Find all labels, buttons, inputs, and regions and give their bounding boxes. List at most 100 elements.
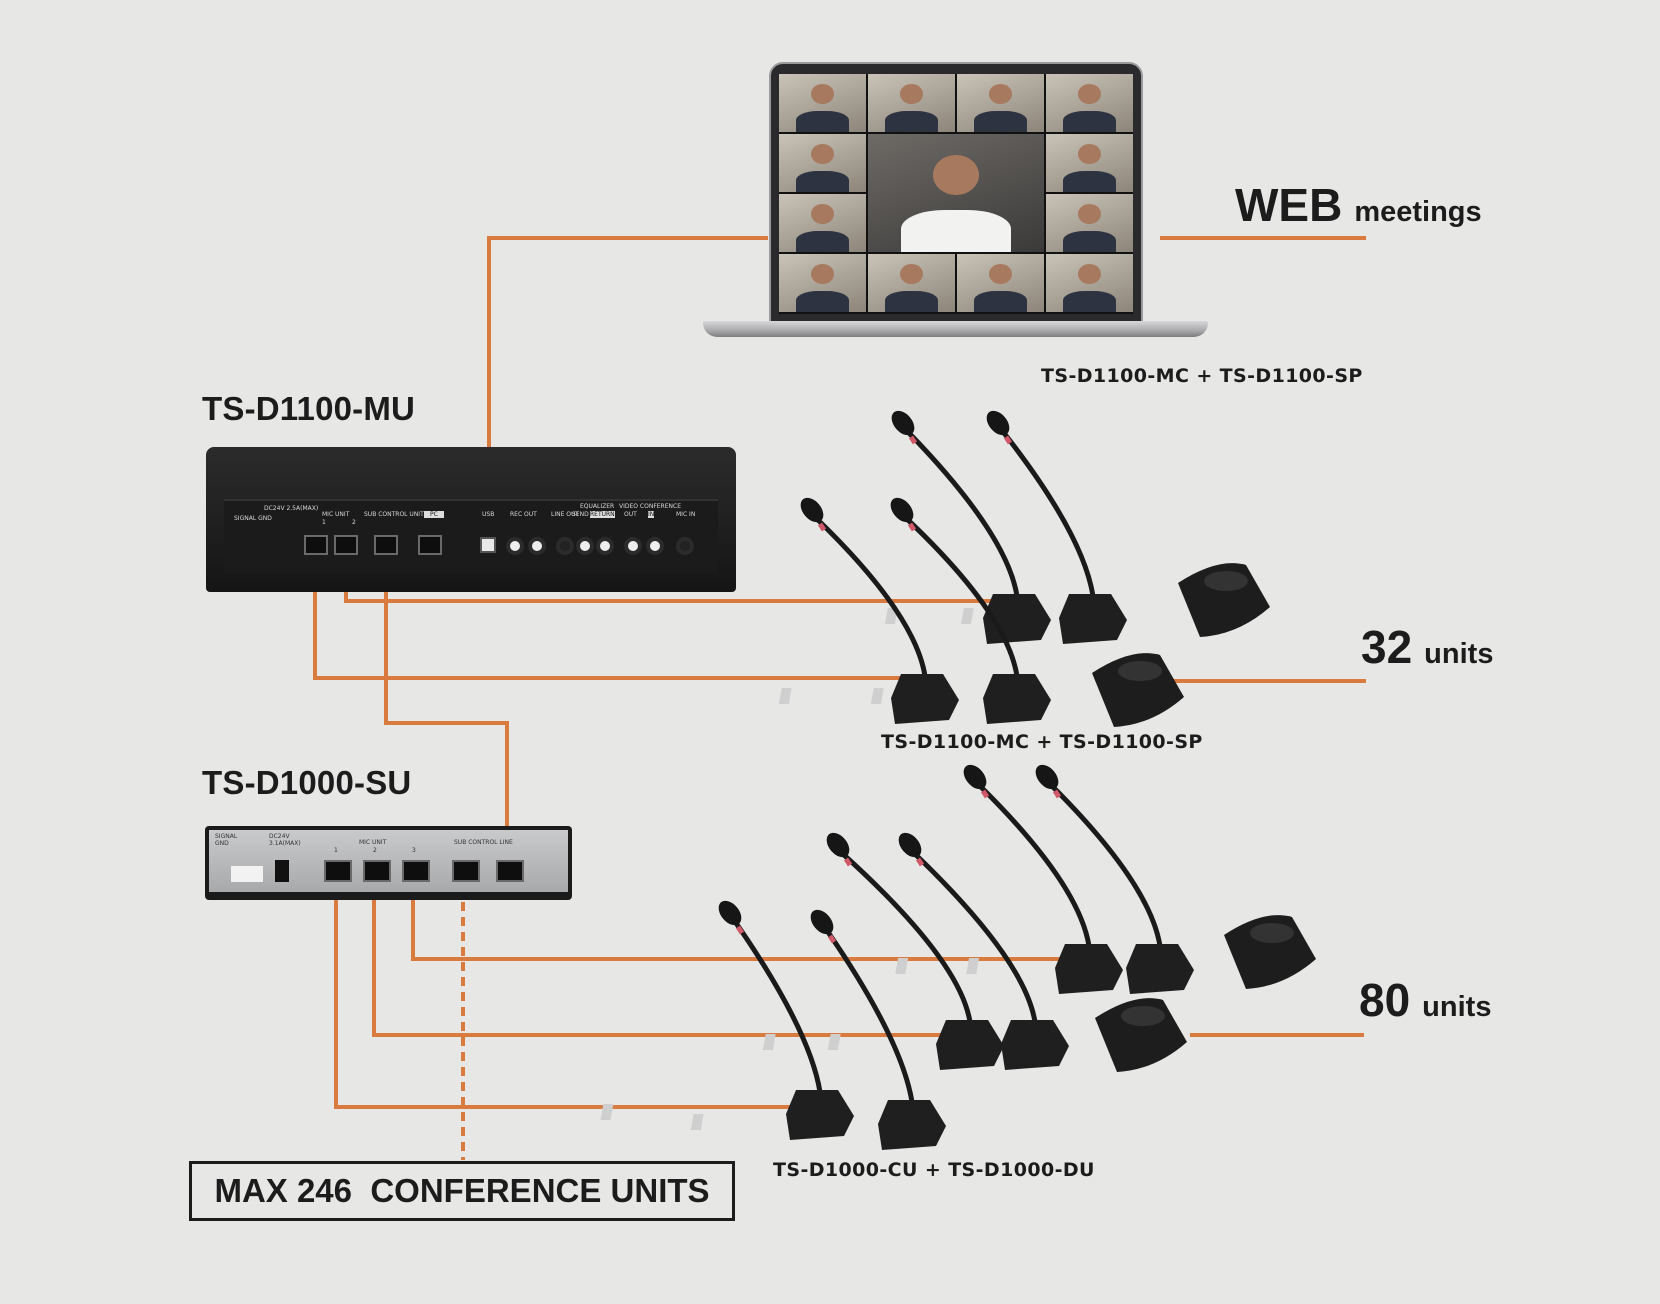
mu-port-mic-1 (304, 535, 328, 555)
mic-ring-light (908, 435, 918, 445)
laptop-lid (769, 62, 1143, 324)
participant-body (795, 171, 850, 192)
video-participant-tile (868, 74, 955, 132)
video-participant-tile (779, 74, 866, 132)
su-signal-gnd: SIGNAL GND (215, 833, 238, 847)
gooseneck (1001, 430, 1096, 599)
mu-mic-unit: MIC UNIT (322, 511, 350, 518)
participant-body (795, 231, 850, 252)
mu-rca-vc-in (646, 537, 664, 555)
mic-button (827, 1034, 841, 1050)
su-port-1-label: 1 (334, 847, 338, 854)
mic-ring-light (735, 925, 745, 935)
mic-base (1001, 1020, 1069, 1070)
mic-head (986, 410, 1010, 436)
max-conference-units-box: MAX 246 CONFERENCE UNITS (189, 1161, 735, 1221)
sub-unit-model-label: TS-D1000-SU (202, 764, 412, 801)
participant-body (973, 291, 1028, 312)
mu-return: RETURN (590, 511, 615, 518)
group-1100-top-label: TS-D1100-MC + TS-D1100-SP (1041, 365, 1363, 387)
mic-head (800, 497, 824, 523)
participant-body (795, 111, 850, 132)
participant-head (900, 264, 923, 285)
units-80-label: 80 units (1359, 973, 1491, 1027)
mic-head (891, 410, 915, 436)
su-port-3-label: 3 (412, 847, 416, 854)
su-port-mic-1 (324, 860, 352, 882)
sub-unit-device: SIGNAL GND DC24V 3.1A(MAX) MIC UNIT 1 2 … (205, 826, 572, 900)
mic-ring-light (817, 522, 827, 532)
mic-head (718, 900, 742, 926)
mu-pc: PC (424, 511, 444, 518)
video-participant-tile (868, 134, 1044, 252)
gooseneck (1050, 784, 1163, 949)
gooseneck (906, 430, 1020, 599)
wire-mu-sub-su (384, 548, 509, 872)
participant-head (1078, 204, 1101, 225)
mu-jack-mic-in (676, 537, 694, 555)
mu-rca-eq-return (596, 537, 614, 555)
mic-head (826, 832, 850, 858)
video-participant-tile (1046, 254, 1133, 312)
units-80-number: 80 (1359, 974, 1411, 1026)
units-32-label: 32 units (1361, 620, 1493, 674)
mic-base (1126, 944, 1194, 994)
mic-base (1055, 944, 1123, 994)
mic-ring-light (915, 857, 925, 867)
mu-video-conference: VIDEO CONFERENCE (619, 503, 681, 510)
mic-base (1059, 594, 1127, 644)
mu-jack-line-out (556, 537, 574, 555)
mu-rca-rec-out-l (506, 537, 524, 555)
participant-head (1078, 144, 1101, 165)
participant-head (811, 144, 834, 165)
gooseneck (733, 920, 823, 1095)
mu-line-out: LINE OUT (551, 511, 580, 518)
participant-head (1078, 264, 1101, 285)
participant-head (811, 84, 834, 105)
gooseneck (978, 784, 1092, 949)
web-meetings-label: WEB meetings (1235, 178, 1482, 232)
mic-ring-light (1003, 435, 1013, 445)
group-1100-bottom-label: TS-D1100-MC + TS-D1100-SP (881, 731, 1203, 753)
mic-button (895, 958, 909, 974)
mic-base (786, 1090, 854, 1140)
main-unit-rear-panel: SIGNAL GND DC24V 2.5A(MAX) MIC UNIT 1 2 … (224, 499, 718, 573)
participant-body (901, 209, 1011, 252)
mu-vc-in: IN (648, 511, 655, 518)
video-participant-tile (779, 254, 866, 312)
mu-port-pc (418, 535, 442, 555)
su-gnd-tab (231, 866, 263, 882)
mic-ring-light (843, 857, 853, 867)
mu-rca-eq-send (576, 537, 594, 555)
video-participant-tile (868, 254, 955, 312)
mu-sub-control: SUB CONTROL UNIT (364, 511, 424, 518)
speaker-grill (1204, 571, 1248, 591)
mic-head (1035, 764, 1059, 790)
su-mic-unit: MIC UNIT (359, 839, 387, 846)
gooseneck (815, 517, 928, 679)
mu-equalizer: EQUALIZER (580, 503, 615, 510)
wire-su-mic3 (411, 872, 1070, 961)
gooseneck (841, 852, 973, 1025)
video-call-grid (779, 74, 1133, 314)
su-port-sub-line-1 (452, 860, 480, 882)
laptop-base (703, 321, 1208, 337)
mu-rec-out: REC OUT (510, 511, 537, 518)
mic-ring-light (980, 789, 990, 799)
su-power-jack (275, 860, 289, 882)
speaker-grill (1250, 923, 1294, 943)
mu-mic-in: MIC IN (676, 511, 696, 518)
mic-head (890, 497, 914, 523)
participant-body (1062, 171, 1117, 192)
video-participant-tile (1046, 74, 1133, 132)
su-port-sub-line-2 (496, 860, 524, 882)
participant-head (811, 264, 834, 285)
laptop (703, 62, 1208, 340)
units-80-word: units (1422, 991, 1492, 1023)
mic-button (960, 608, 974, 624)
sub-unit-rear-panel: SIGNAL GND DC24V 3.1A(MAX) MIC UNIT 1 2 … (209, 830, 568, 892)
main-unit-model-label: TS-D1100-MU (202, 390, 416, 427)
mu-port-mic-2 (334, 535, 358, 555)
mic-ring-light (827, 934, 837, 944)
